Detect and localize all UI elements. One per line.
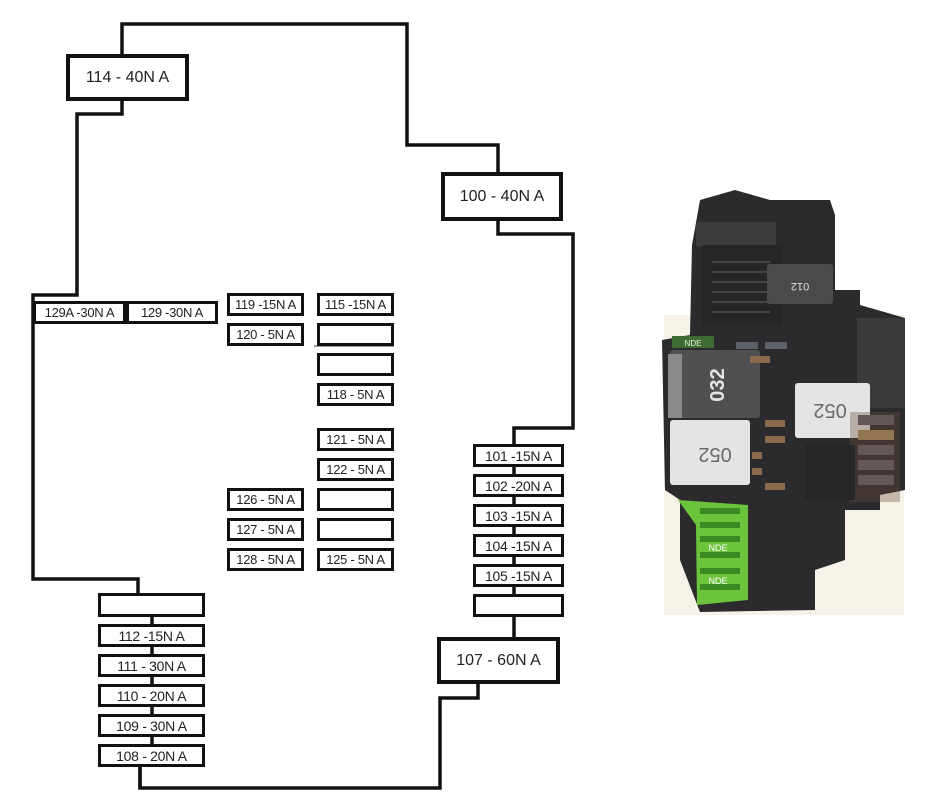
fuse-slot-empty-124[interactable] bbox=[317, 518, 394, 541]
top-green-fuse bbox=[672, 336, 714, 348]
fuse-111[interactable]: 111 - 30N A bbox=[98, 654, 205, 677]
fuse-129[interactable]: 129 -30N A bbox=[126, 301, 218, 324]
fuse-128[interactable]: 128 - 5N A bbox=[227, 548, 304, 571]
fuse-119[interactable]: 119 -15N A bbox=[227, 293, 304, 316]
svg-text:NDE: NDE bbox=[685, 339, 702, 348]
fuse-118[interactable]: 118 - 5N A bbox=[317, 383, 394, 406]
fuse-122[interactable]: 122 - 5N A bbox=[317, 458, 394, 481]
fuse-slot-empty-116[interactable] bbox=[317, 323, 394, 346]
fuse-102[interactable]: 102 -20N A bbox=[473, 474, 564, 497]
relay-052-right-label: 052 bbox=[813, 399, 846, 421]
fuse-105[interactable]: 105 -15N A bbox=[473, 564, 564, 587]
wire-right bbox=[496, 220, 575, 444]
relay-052-left bbox=[670, 420, 750, 485]
wire-left bbox=[31, 99, 140, 593]
wire-top bbox=[120, 22, 500, 172]
fuse-121[interactable]: 121 - 5N A bbox=[317, 428, 394, 451]
fuse-129a[interactable]: 129A -30N A bbox=[33, 301, 126, 324]
fuse-114[interactable]: 114 - 40N A bbox=[66, 54, 189, 101]
fuse-slot-empty-117[interactable] bbox=[317, 353, 394, 376]
fuse-104[interactable]: 104 -15N A bbox=[473, 534, 564, 557]
fuse-115[interactable]: 115 -15N A bbox=[317, 293, 394, 316]
fuse-107[interactable]: 107 - 60N A bbox=[437, 637, 560, 684]
relay-012 bbox=[767, 264, 833, 304]
relay-012-label: 012 bbox=[791, 280, 809, 292]
relay-032-label: 032 bbox=[707, 368, 729, 401]
fuse-103[interactable]: 103 -15N A bbox=[473, 504, 564, 527]
green-fuse-block bbox=[678, 500, 748, 605]
fuse-slot-empty-113[interactable] bbox=[98, 593, 205, 617]
relay-052-right bbox=[795, 383, 870, 438]
fuse-109[interactable]: 109 - 30N A bbox=[98, 714, 205, 737]
fuse-100[interactable]: 100 - 40N A bbox=[441, 172, 563, 221]
relay-032 bbox=[670, 350, 760, 418]
fuse-110[interactable]: 110 - 20N A bbox=[98, 684, 205, 707]
fuse-125[interactable]: 125 - 5N A bbox=[317, 548, 394, 571]
fuse-101[interactable]: 101 -15N A bbox=[473, 444, 564, 467]
housing bbox=[662, 190, 905, 612]
fuse-slot-empty-123[interactable] bbox=[317, 488, 394, 511]
fuse-108[interactable]: 108 - 20N A bbox=[98, 744, 205, 767]
fuse-112[interactable]: 112 -15N A bbox=[98, 624, 205, 647]
right-fuses bbox=[850, 412, 900, 502]
green-fuse-label-1: NDE bbox=[708, 543, 727, 553]
fuse-slot-empty-106[interactable] bbox=[473, 594, 564, 617]
fuse-127[interactable]: 127 - 5N A bbox=[227, 518, 304, 541]
middle-fuses bbox=[736, 342, 787, 490]
fuse-120[interactable]: 120 - 5N A bbox=[227, 323, 304, 346]
top-connector bbox=[696, 222, 776, 247]
relay-052-left-label: 052 bbox=[698, 443, 731, 465]
green-fuse-label-2: NDE bbox=[708, 576, 727, 586]
fuse-126[interactable]: 126 - 5N A bbox=[227, 488, 304, 511]
